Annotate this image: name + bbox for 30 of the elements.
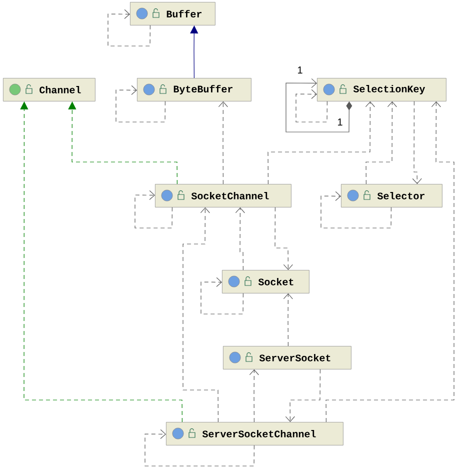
arrow: [412, 101, 422, 184]
arrow: [268, 101, 375, 184]
class-box: Channel: [3, 78, 96, 102]
multiplicity-label: 1: [336, 118, 344, 126]
arrow: [134, 190, 172, 228]
arrow: [366, 101, 397, 184]
arrow: [296, 89, 328, 122]
arrow: [235, 207, 245, 270]
class-box: ServerSocketChannel: [166, 422, 344, 446]
arrow: [320, 191, 392, 228]
arrow: [285, 369, 320, 422]
class-box: ByteBuffer: [137, 78, 252, 102]
class-box: Buffer: [130, 2, 216, 26]
edge-label: 1: [298, 66, 302, 74]
class-box: ServerSocket: [223, 346, 352, 370]
class-box: Selector: [341, 184, 442, 208]
arrow: [326, 101, 454, 422]
class-box: SocketChannel: [155, 184, 292, 208]
arrow: [144, 429, 254, 466]
arrow: [283, 293, 293, 346]
arrow: [274, 207, 293, 270]
arrow: [108, 9, 150, 46]
class-box: SelectionKey: [317, 78, 446, 102]
arrow: [182, 207, 218, 422]
arrow: [249, 369, 259, 422]
arrow: [116, 85, 166, 122]
arrow: [286, 78, 352, 132]
class-box: Socket: [222, 270, 310, 294]
arrow: [218, 101, 228, 184]
arrow: [200, 277, 244, 314]
